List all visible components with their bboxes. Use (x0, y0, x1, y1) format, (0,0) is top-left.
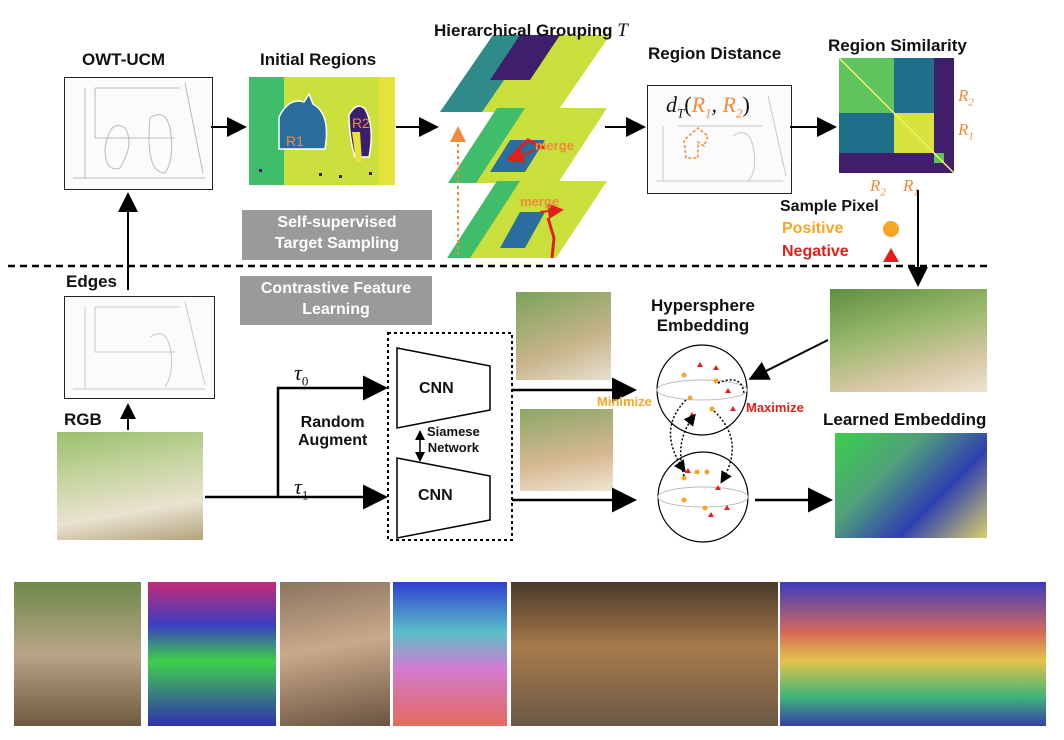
contrastive-learning-box: Contrastive Feature Learning (240, 276, 432, 325)
region-similarity-matrix (839, 58, 954, 173)
distance-edge-sketch (656, 95, 787, 182)
r2-initial-label: R2 (352, 115, 370, 131)
initial-regions-title: Initial Regions (260, 50, 377, 69)
similarity-r2-bottom-sub: 2 (880, 186, 886, 199)
similarity-r1-right-letter: R (958, 120, 969, 139)
distance-subscript: T (677, 105, 685, 121)
similarity-r2-bottom: R2 (870, 176, 886, 198)
edges-sketch (73, 301, 206, 390)
similarity-matrix-drawing (839, 58, 954, 173)
example-chairs-embedding (780, 582, 1046, 726)
tau0-symbol: τ (294, 360, 302, 385)
negative-triangle-icon (883, 248, 899, 262)
learned-embedding-title: Learned Embedding (823, 410, 987, 429)
sample-pixel-title: Sample Pixel (780, 198, 879, 215)
initial-regions-drawing (249, 77, 395, 185)
merge-label-middle: merge (535, 138, 575, 153)
contrastive-line2: Learning (302, 301, 370, 318)
hypersphere-title: Hypersphere Embedding (650, 296, 756, 336)
similarity-r2-bottom-letter: R (870, 176, 881, 195)
rgb-label: RGB (64, 410, 102, 429)
owt-ucm-edge-map (64, 77, 213, 190)
edges-map (64, 296, 215, 399)
tau1-label: τ1 (294, 474, 308, 503)
tau0-subscript: 0 (301, 373, 309, 389)
hierarchy-symbol: T (617, 20, 628, 41)
similarity-r1-right-sub: 1 (968, 130, 974, 143)
owt-ucm-title: OWT-UCM (82, 50, 166, 69)
example-bikers-embedding (393, 582, 507, 726)
hierarchical-grouping-title: Hierarchical Grouping T (434, 20, 628, 42)
hierarchy-plane-middle (448, 108, 607, 183)
negative-label: Negative (782, 243, 849, 260)
siamese-label: Siamese Network (427, 424, 480, 456)
minimize-label: Minimize (597, 394, 652, 409)
example-cow-embedding (148, 582, 276, 726)
hypersphere-line1: Hypersphere (651, 296, 755, 315)
hypersphere-line2: Embedding (656, 316, 750, 335)
rgb-input-photo (57, 432, 203, 540)
positive-circle-icon (883, 221, 899, 237)
random-line1: Random (300, 414, 365, 431)
hierarchy-plane-top (440, 35, 610, 112)
maximize-label: Maximize (746, 400, 804, 415)
initial-regions-map: R1 R2 (249, 77, 395, 185)
tau0-label: τ0 (294, 360, 308, 389)
similarity-r2-right-sub: 2 (968, 96, 974, 109)
region-distance-map (647, 85, 792, 194)
region-similarity-title: Region Similarity (828, 36, 967, 55)
self-supervised-box: Self-supervised Target Sampling (242, 210, 432, 260)
siamese-line1: Siamese (427, 424, 480, 439)
hypersphere-top (656, 344, 748, 436)
similarity-r2-right: R2 (958, 86, 974, 108)
similarity-r1-bottom-letter: R (903, 176, 914, 195)
augmented-view-top (516, 292, 611, 380)
random-line2: Augment (298, 432, 368, 449)
random-augment-label: Random Augment (298, 414, 367, 450)
tau1-subscript: 1 (301, 487, 309, 503)
siamese-line2: Network (427, 440, 480, 455)
example-bikers-photo (280, 582, 390, 726)
distance-d: d (666, 92, 677, 117)
edge-map-sketch (73, 82, 205, 179)
augmented-view-bottom (520, 409, 613, 491)
region-distance-title: Region Distance (648, 44, 782, 63)
similarity-r1-bottom: R1 (903, 176, 919, 198)
hierarchy-plane-bottom (447, 181, 607, 259)
distance-r2-sub: 2 (735, 105, 743, 121)
cnn-bottom-label: CNN (418, 487, 453, 504)
distance-r1: R (691, 92, 706, 117)
example-chairs-photo (511, 582, 778, 726)
hypersphere-bottom (657, 451, 749, 543)
merge-label-bottom: merge (520, 194, 560, 209)
distance-r1-sub: 1 (705, 105, 712, 121)
r1-initial-label: R1 (286, 133, 304, 149)
positive-label: Positive (782, 220, 844, 237)
tau1-symbol: τ (294, 474, 302, 499)
learned-embedding-map (835, 433, 987, 538)
distance-formula: dT(R1, R2) (666, 92, 750, 121)
similarity-r2-right-letter: R (958, 86, 969, 105)
self-supervised-line2: Target Sampling (274, 235, 400, 252)
similarity-r1-right: R1 (958, 120, 974, 142)
similarity-r1-bottom-sub: 1 (913, 186, 919, 199)
self-supervised-line1: Self-supervised (277, 214, 397, 231)
cnn-top-label: CNN (419, 380, 454, 397)
distance-r2: R (722, 92, 736, 117)
example-cow-photo (14, 582, 141, 726)
sample-pixel-photo (830, 289, 987, 392)
edges-label: Edges (66, 272, 118, 291)
hierarchical-grouping-text: Hierarchical Grouping (434, 21, 613, 40)
contrastive-line1: Contrastive Feature (260, 280, 412, 297)
